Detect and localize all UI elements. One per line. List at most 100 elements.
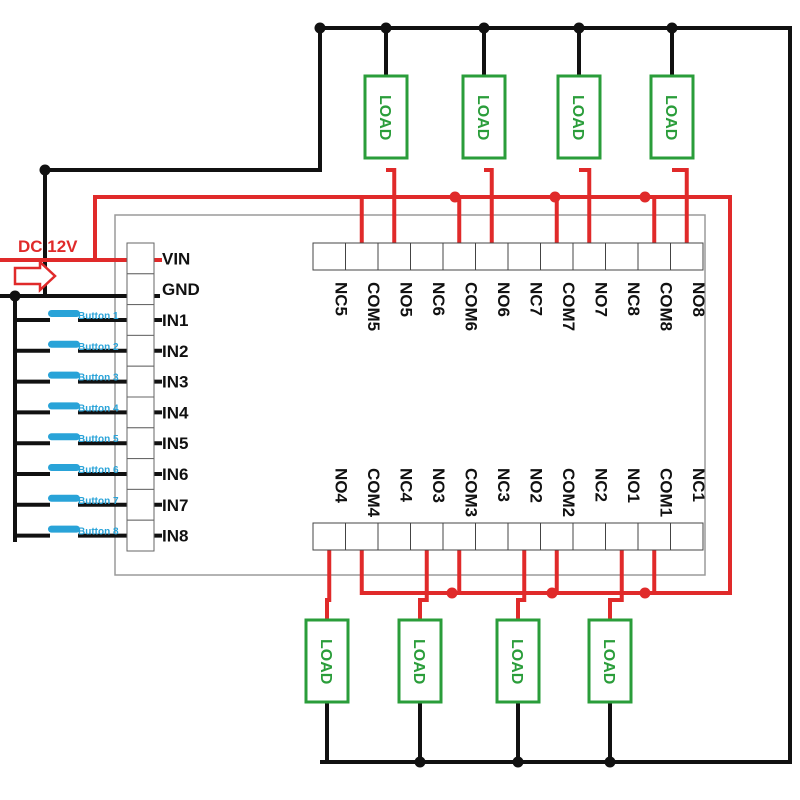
load-box [556,74,602,160]
gnd-feed-wire [43,28,322,296]
top-terminal-box [540,242,574,271]
power-arrow-icon [13,259,57,293]
top-terminal-label: NC7 [526,282,545,316]
input-pin-label: VIN [162,249,190,268]
load-label: LOAD [376,95,393,140]
bottom-terminal-label: NC4 [396,468,415,503]
bottom-terminal-label: NO1 [624,468,643,503]
no-wire-top [484,168,494,243]
bottom-terminal-label: NO3 [429,468,448,503]
no-wire-top [672,168,689,243]
top-terminal-label: COM5 [364,282,383,331]
input-pin-box [126,488,155,521]
button-cap [48,525,80,533]
junction-dot [478,22,490,34]
top-terminal-label: NO7 [591,282,610,317]
top-terminal-label: NC6 [429,282,448,316]
junction-dot [446,587,458,599]
top-terminal-label: NO5 [396,282,415,317]
load-label: LOAD [474,95,491,140]
input-pin-box [126,458,155,490]
load-box [304,618,350,704]
bottom-terminal-box [605,522,639,551]
input-pin-label: IN6 [162,465,188,484]
button-label: Button 4 [78,403,119,414]
bottom-terminal-label: COM2 [559,468,578,517]
load-label: LOAD [662,95,679,140]
bottom-terminal-box [442,522,476,551]
top-terminal-box [605,242,639,271]
input-pin-box [126,365,155,398]
bottom-terminal-box [312,522,346,551]
top-terminal-box [507,242,541,271]
input-pin-label: IN1 [162,311,188,330]
top-terminal-box [377,242,411,271]
load-box [587,618,633,704]
input-pin-box [126,304,155,336]
button-cap [48,494,80,502]
load-box [461,74,507,160]
button-label: Button 2 [78,342,119,353]
bottom-terminal-label: COM3 [461,468,480,517]
junction-dot [604,756,616,768]
input-pin-label: IN2 [162,342,188,361]
top-terminal-box [442,242,476,271]
junction-dot [449,191,461,203]
junction-dot [512,756,524,768]
button-label: Button 5 [78,434,119,445]
load-label: LOAD [317,639,334,684]
load-label: LOAD [508,639,525,684]
load-label: LOAD [569,95,586,140]
junction-dot [39,164,51,176]
bottom-terminal-label: NO2 [526,468,545,503]
button-cap [48,402,80,410]
input-pin-label: IN5 [162,434,188,453]
button-label: Button 3 [78,373,119,384]
input-pin-label: IN3 [162,373,188,392]
button-label: Button 7 [78,496,119,507]
top-terminal-label: COM6 [461,282,480,331]
input-pin-box [126,519,155,552]
no-wire-top [579,168,592,243]
com-red-loop [93,195,732,595]
bottom-terminal-box [345,522,379,551]
load-label: LOAD [600,639,617,684]
input-pin-label: GND [162,280,200,299]
top-terminal-box [572,242,606,271]
no-wire-bottom [418,550,429,620]
junction-dot [414,756,426,768]
input-pin-box [126,427,155,460]
input-pin-box [126,396,155,429]
button-cap [48,310,80,317]
input-pin-box [126,273,155,306]
junction-dot [9,290,21,302]
button-cap [48,371,80,379]
button-cap [48,340,80,348]
bottom-terminal-box [410,522,444,551]
no-wire-bottom [516,550,527,620]
button-cap [48,433,80,441]
bottom-terminal-label: NO4 [331,468,350,504]
button-label: Button 6 [78,465,119,476]
relay-board-outline [114,214,706,576]
button-cap [48,464,80,471]
bottom-terminal-label: NC2 [591,468,610,502]
junction-dot [639,191,651,203]
load-box [649,74,695,160]
junction-dot [546,587,558,599]
top-terminal-label: NO6 [494,282,513,317]
top-terminal-box [312,242,346,271]
no-wire-top [386,168,397,243]
input-pin-box [126,334,155,367]
top-terminal-box [345,242,379,271]
bottom-terminal-label: NC1 [689,468,708,502]
input-pin-box [126,242,155,275]
top-terminal-label: NO8 [689,282,708,317]
top-terminal-label: NC8 [624,282,643,316]
top-terminal-box [475,242,509,271]
top-terminal-label: NC5 [331,282,350,316]
load-box [363,74,409,160]
bottom-terminal-label: COM1 [656,468,675,517]
input-pin-label: IN4 [162,403,189,422]
